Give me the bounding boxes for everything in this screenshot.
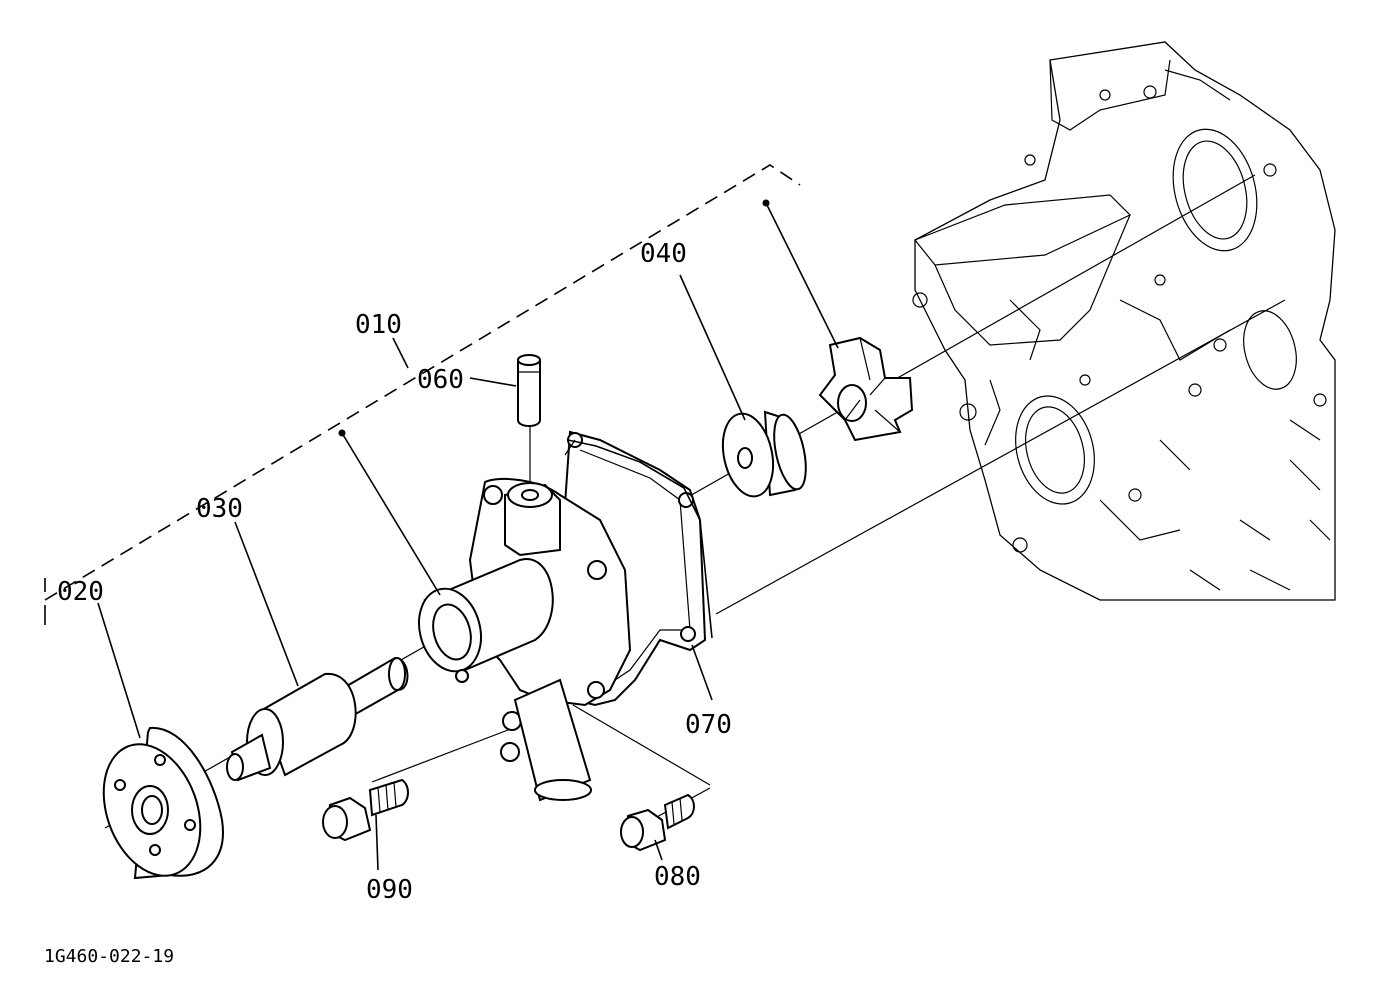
bolt-090 bbox=[322, 778, 409, 842]
bolt-080 bbox=[620, 793, 695, 852]
drawing-code: 1G460-022-19 bbox=[44, 946, 174, 967]
callout-060: 060 bbox=[417, 365, 464, 395]
gasket-070 bbox=[564, 439, 713, 639]
callout-090: 090 bbox=[366, 875, 413, 905]
assembly-bracket-010 bbox=[44, 164, 801, 625]
callout-070: 070 bbox=[685, 710, 732, 740]
callout-labels: 010 020 030 040 060 070 080 090 1G460-02… bbox=[44, 239, 732, 967]
impeller bbox=[818, 336, 914, 442]
callout-040: 040 bbox=[640, 239, 687, 269]
engine-block bbox=[912, 41, 1336, 601]
bearing-shaft-030 bbox=[226, 656, 409, 782]
callout-010: 010 bbox=[355, 310, 402, 340]
callout-080: 080 bbox=[654, 862, 701, 892]
pipe-060 bbox=[517, 354, 541, 427]
callout-020: 020 bbox=[57, 577, 104, 607]
pulley-flange-020 bbox=[102, 726, 224, 880]
callout-030: 030 bbox=[196, 494, 243, 524]
leader-lines bbox=[97, 199, 839, 871]
water-pump-body bbox=[418, 430, 707, 802]
seal-040 bbox=[721, 410, 807, 498]
